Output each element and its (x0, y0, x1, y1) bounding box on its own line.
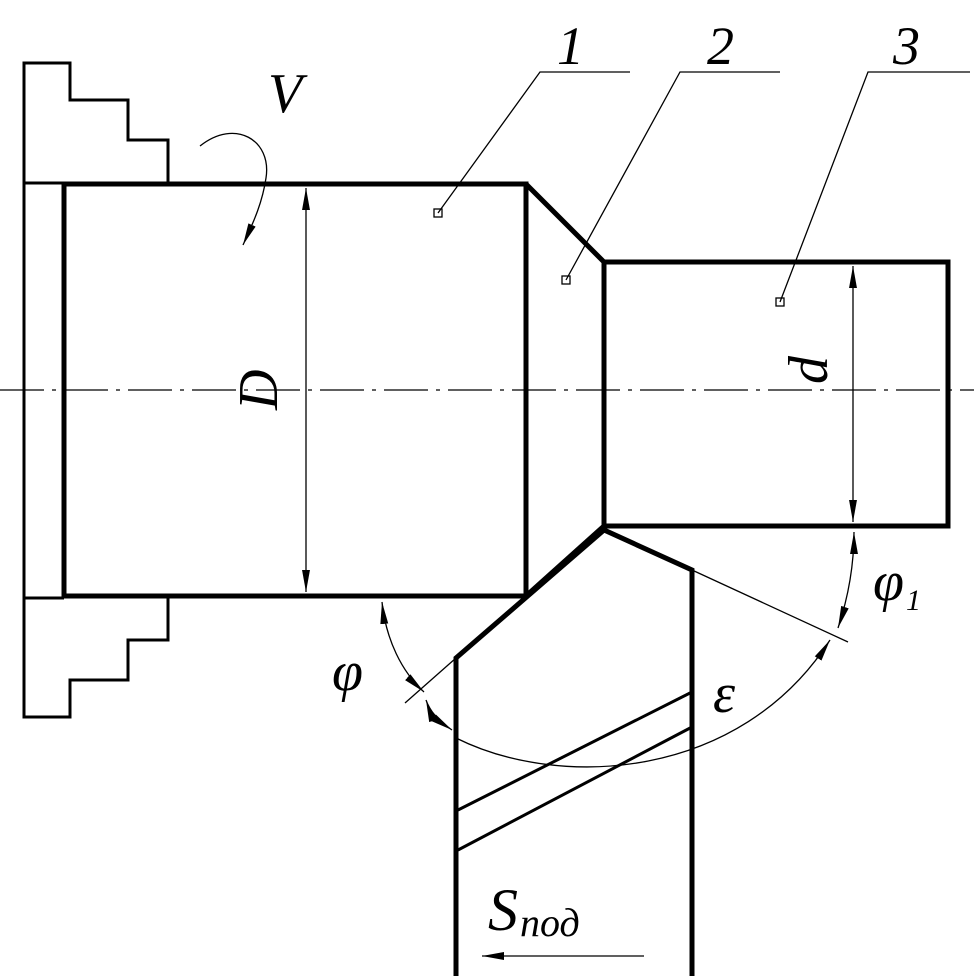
chuck-lower-jaw (22, 598, 170, 719)
aux-angle-arc (837, 531, 858, 629)
workpiece-small-cylinder (601, 259, 951, 529)
lathe-chuck (22, 61, 170, 719)
leader-dot-1 (433, 208, 443, 218)
aux-angle-label: φ1 (873, 551, 921, 617)
leader-dot-3 (775, 297, 785, 307)
tool-hatch-line-1 (457, 690, 693, 812)
aux-edge-extension (691, 569, 849, 643)
diameter-d-label: d (778, 355, 840, 384)
diameter-D-label: D (228, 370, 290, 411)
main-edge-extension (404, 657, 457, 704)
leader-line-1 (437, 71, 630, 214)
main-angle-arc (380, 601, 425, 693)
chuck-upper-jaw (22, 61, 170, 183)
cutting-tool (453, 527, 695, 976)
tool-hatch-line-2 (457, 725, 693, 852)
tool-outline (453, 527, 695, 976)
leader-line-3 (779, 71, 970, 303)
surface-leaders (433, 71, 970, 307)
main-angle-label: φ (332, 641, 363, 703)
workpiece-large-cylinder (61, 181, 529, 599)
leader-line-2 (565, 71, 780, 281)
tip-angle-arc-left (425, 699, 453, 731)
tip-angle-label: ε (713, 663, 736, 725)
workpiece-chamfer-top (524, 182, 606, 264)
rotation-arrow (199, 132, 268, 246)
surface-label-1: 1 (557, 16, 584, 76)
surface-label-2: 2 (707, 16, 734, 76)
rotation-label: V (268, 63, 308, 125)
leader-dot-2 (561, 275, 571, 285)
surface-label-3: 3 (892, 16, 920, 76)
feed-label: Sпод (488, 877, 580, 945)
tip-angle-arc (455, 639, 831, 768)
